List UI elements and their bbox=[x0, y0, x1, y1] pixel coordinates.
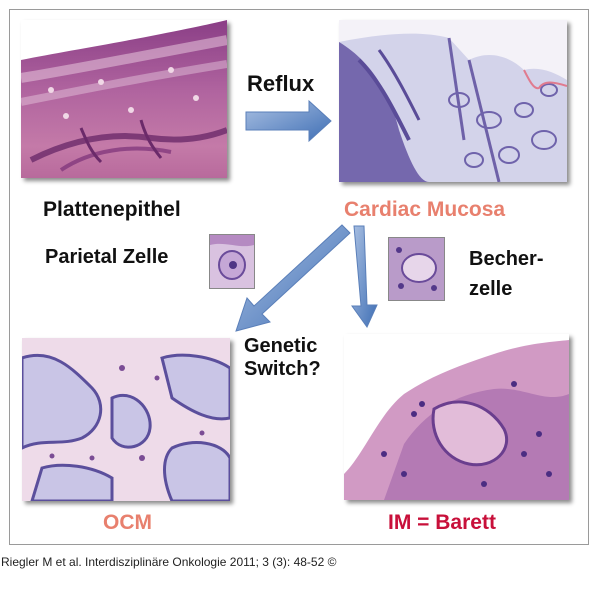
parietal-zelle-label: Parietal Zelle bbox=[45, 246, 169, 268]
genetic-switch-label: Genetic Switch? bbox=[244, 335, 321, 381]
becherzelle-label-line2: zelle bbox=[469, 278, 513, 300]
becherzelle-label-line1: Becher- bbox=[469, 248, 544, 270]
becherzelle-label: Becher- zelle bbox=[469, 244, 543, 304]
becher-cell-inset-image bbox=[388, 237, 445, 301]
plattenepithel-label: Plattenepithel bbox=[43, 198, 181, 221]
cardiac-mucosa-label: Cardiac Mucosa bbox=[344, 198, 506, 221]
im-barett-histology-image bbox=[344, 334, 569, 500]
plattenepithel-histology-image bbox=[21, 20, 227, 178]
genetic-switch-label-line2: Switch? bbox=[244, 358, 321, 380]
cardiac-mucosa-histology-image bbox=[339, 20, 567, 182]
im-barett-label: IM = Barett bbox=[388, 511, 496, 534]
citation-text: Riegler M et al. Interdisziplinäre Onkol… bbox=[1, 555, 337, 569]
ocm-histology-image bbox=[22, 338, 230, 501]
genetic-switch-label-line1: Genetic bbox=[244, 335, 318, 357]
reflux-label: Reflux bbox=[247, 71, 315, 96]
ocm-label: OCM bbox=[103, 511, 152, 534]
parietal-cell-inset-image bbox=[209, 234, 255, 289]
